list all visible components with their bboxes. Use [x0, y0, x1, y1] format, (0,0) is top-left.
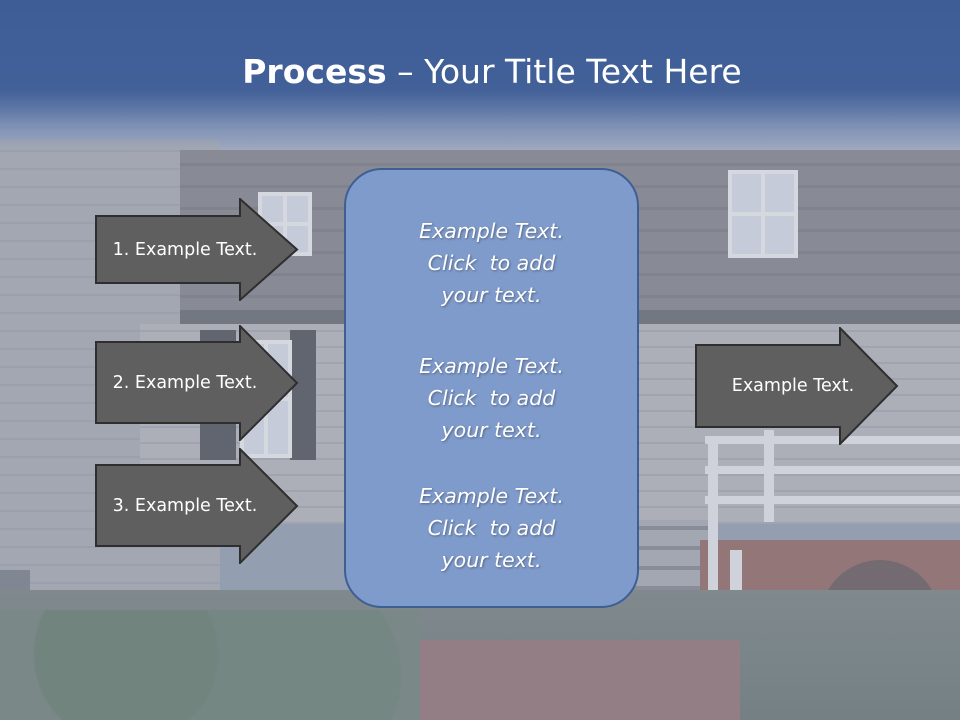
center-text-panel[interactable]: Example Text. Click to add your text. Ex… — [344, 168, 639, 608]
block-line: Example Text. — [419, 354, 564, 378]
block-line: your text. — [441, 418, 542, 442]
step-arrow-label: 1. Example Text. — [112, 239, 258, 260]
step-arrow-label: 3. Example Text. — [112, 496, 258, 516]
arrow-right-shape — [695, 327, 899, 445]
arrow-right-shape — [95, 448, 299, 564]
block-line: your text. — [441, 548, 542, 572]
title-rest-part: – Your Title Text Here — [386, 52, 742, 91]
title-bar — [0, 0, 960, 150]
block-line: Click to add — [427, 251, 556, 275]
text-block-1[interactable]: Example Text. Click to add your text. — [346, 215, 637, 311]
slide-title[interactable]: Process – Your Title Text Here — [0, 52, 960, 91]
step-arrow-3[interactable]: 3. Example Text. — [95, 448, 299, 564]
block-line: Click to add — [427, 386, 556, 410]
arrow-right-shape — [95, 198, 299, 301]
text-block-3[interactable]: Example Text. Click to add your text. — [346, 480, 637, 576]
step-arrow-2[interactable]: 2. Example Text. — [95, 325, 299, 441]
title-bold-part: Process — [242, 52, 387, 91]
block-line: Click to add — [427, 516, 556, 540]
block-line: Example Text. — [419, 219, 564, 243]
result-arrow[interactable]: Example Text. — [695, 327, 899, 445]
result-arrow-label: Example Text. — [731, 376, 855, 396]
block-line: Example Text. — [419, 484, 564, 508]
text-block-2[interactable]: Example Text. Click to add your text. — [346, 350, 637, 446]
step-arrow-label: 2. Example Text. — [112, 373, 258, 393]
step-arrow-1[interactable]: 1. Example Text. — [95, 198, 299, 301]
arrow-right-shape — [95, 325, 299, 441]
block-line: your text. — [441, 283, 542, 307]
